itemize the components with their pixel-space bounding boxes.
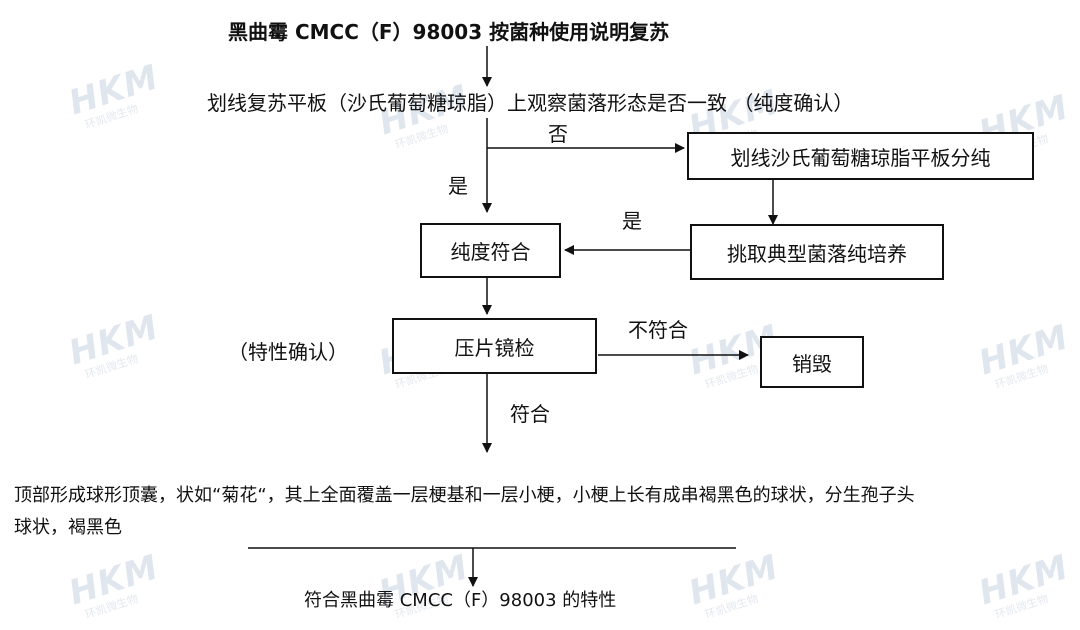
step1-text: 划线复苏平板（沙氏葡萄糖琼脂）上观察菌落形态是否一致 （纯度确认） <box>207 91 854 115</box>
description-text: 顶部形成球形顶囊，状如“菊花“，其上全面覆盖一层梗基和一层小梗，小梗上长有成串褐… <box>14 480 1074 544</box>
box-purity-match: 纯度符合 <box>420 223 561 278</box>
diagram-title: 黑曲霉 CMCC（F）98003 按菌种使用说明复苏 <box>228 20 670 44</box>
description-line-1: 顶部形成球形顶囊，状如“菊花“，其上全面覆盖一层梗基和一层小梗，小梗上长有成串褐… <box>14 485 915 506</box>
label-yes-back: 是 <box>622 209 642 233</box>
box-streak-purify: 划线沙氏葡萄糖琼脂平板分纯 <box>687 132 1034 180</box>
conclusion-text: 符合黑曲霉 CMCC（F）98003 的特性 <box>304 590 617 611</box>
label-match: 符合 <box>510 402 550 426</box>
box-tablet-microscopy: 压片镜检 <box>392 318 597 374</box>
label-yes-down: 是 <box>448 174 468 198</box>
box-destroy: 销毁 <box>760 336 864 388</box>
label-no: 否 <box>548 122 568 146</box>
label-trait-confirm: （特性确认） <box>228 340 348 364</box>
box-pick-colony: 挑取典型菌落纯培养 <box>690 224 944 280</box>
label-not-match: 不符合 <box>628 318 688 342</box>
description-line-2: 球状，褐黑色 <box>14 517 122 538</box>
